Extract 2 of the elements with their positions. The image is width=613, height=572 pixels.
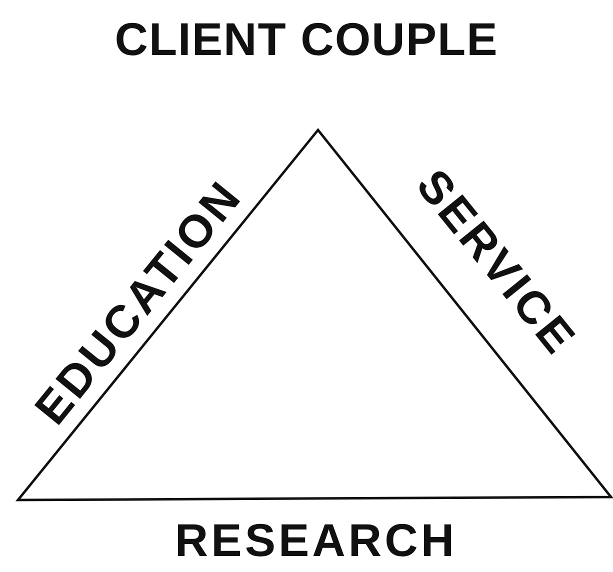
title: CLIENT COUPLE	[114, 14, 500, 65]
side-label: RESEARCH	[174, 517, 458, 563]
